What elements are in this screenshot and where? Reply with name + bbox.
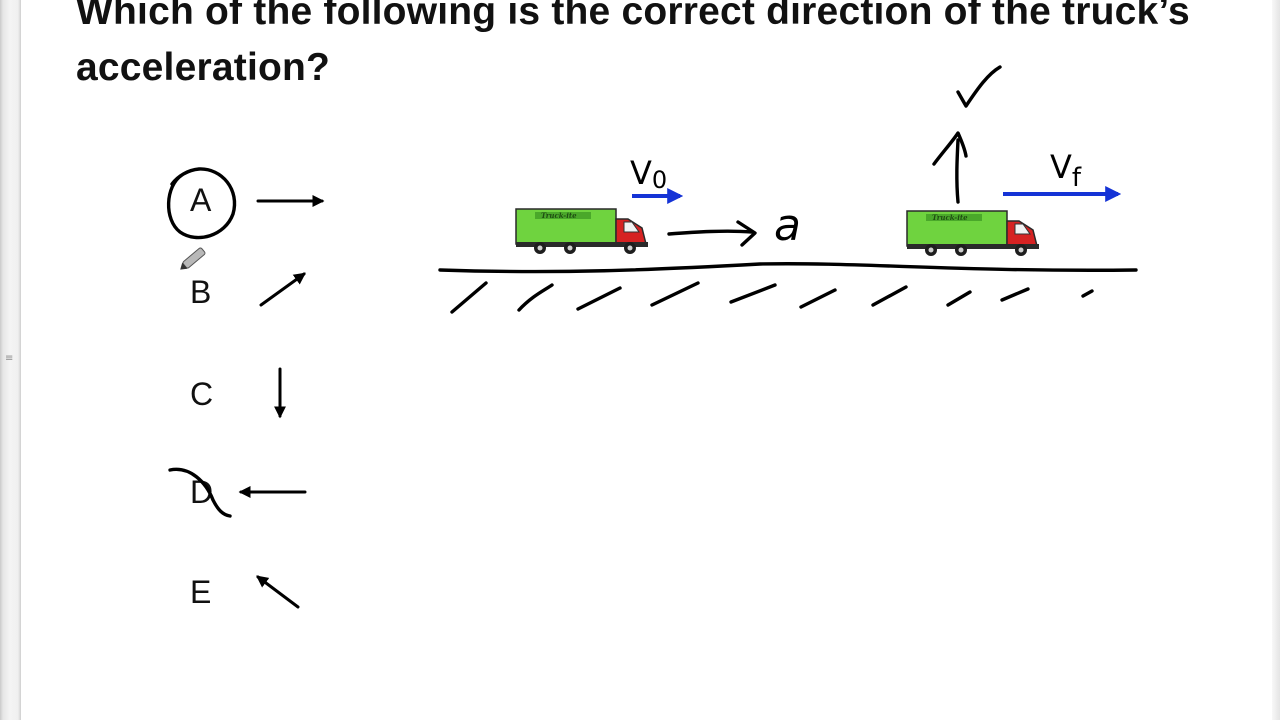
ground-hatching [450, 281, 1094, 314]
option-b-arrow-up-right [259, 272, 306, 307]
option-e-label[interactable]: E [190, 574, 212, 610]
option-a-circle-annotation [166, 167, 237, 240]
acceleration-label: a [774, 200, 801, 251]
truck-final: Truck-ite [906, 210, 1039, 256]
question-text: Which of the following is the correct di… [76, 0, 1190, 89]
option-b-label[interactable]: B [190, 274, 212, 310]
truck-logo-text: Truck-ite [932, 213, 968, 222]
acceleration-arrow [667, 220, 757, 247]
initial-velocity-label: V0 [630, 154, 667, 194]
window-right-edge [1272, 0, 1280, 720]
pen-cursor-icon [180, 247, 206, 270]
truck-logo-text: Truck-ite [541, 211, 577, 220]
upward-acceleration-arrow [932, 131, 968, 204]
option-a-label[interactable]: A [190, 182, 212, 218]
truck-initial: Truck-ite [515, 208, 648, 254]
final-velocity-label: Vf [1050, 148, 1082, 193]
option-d-label[interactable]: D [190, 474, 214, 510]
option-c-label[interactable]: C [190, 376, 214, 412]
check-mark-icon [956, 65, 1002, 108]
option-e-arrow-up-left [256, 575, 300, 609]
ground-line [438, 262, 1138, 274]
option-d-crossout-annotation [168, 467, 232, 518]
window-left-edge: ≡ [0, 0, 21, 720]
resize-grip-icon[interactable]: ≡ [5, 353, 14, 364]
